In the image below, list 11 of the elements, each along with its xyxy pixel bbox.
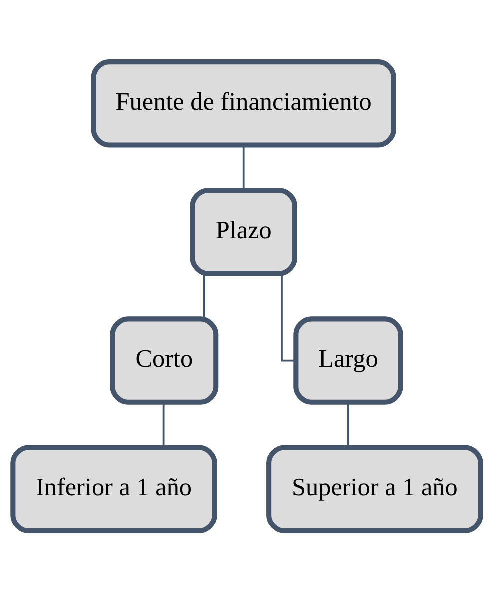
connector: [242, 145, 245, 190]
node-box: Largo: [294, 316, 404, 405]
connector: [204, 274, 206, 319]
node-box: Superior a 1 año: [266, 445, 484, 534]
connector: [162, 402, 165, 448]
node-box: Inferior a 1 año: [10, 445, 218, 534]
node-box: Plazo: [190, 188, 298, 276]
node-box: Corto: [110, 316, 219, 405]
connector: [348, 402, 350, 448]
node-box: Fuente de financiamiento: [91, 60, 396, 148]
connector: [281, 274, 296, 362]
